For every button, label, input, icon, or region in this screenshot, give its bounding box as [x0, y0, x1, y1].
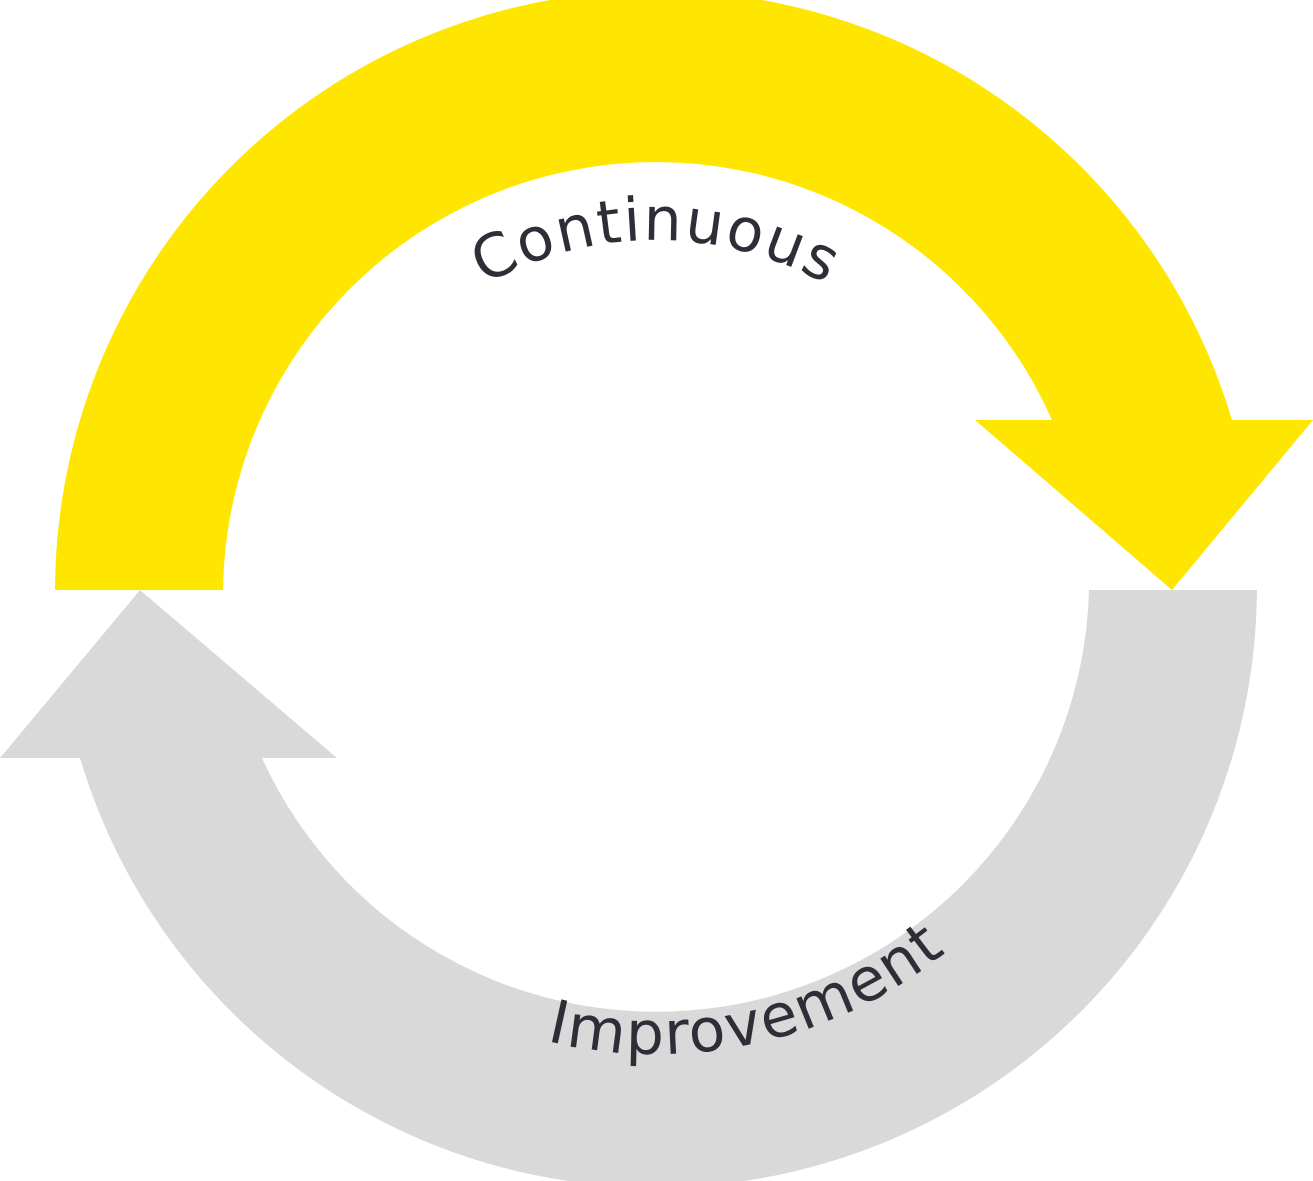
top-arrow-arc — [55, 0, 1313, 590]
bottom-arrow: Improvement — [0, 590, 1257, 1181]
top-arrow: Continuous — [55, 0, 1313, 590]
top-arrow-label: Continuous — [460, 185, 853, 298]
bottom-arrow-arc — [0, 590, 1257, 1181]
continuous-label: Continuous — [460, 185, 851, 298]
